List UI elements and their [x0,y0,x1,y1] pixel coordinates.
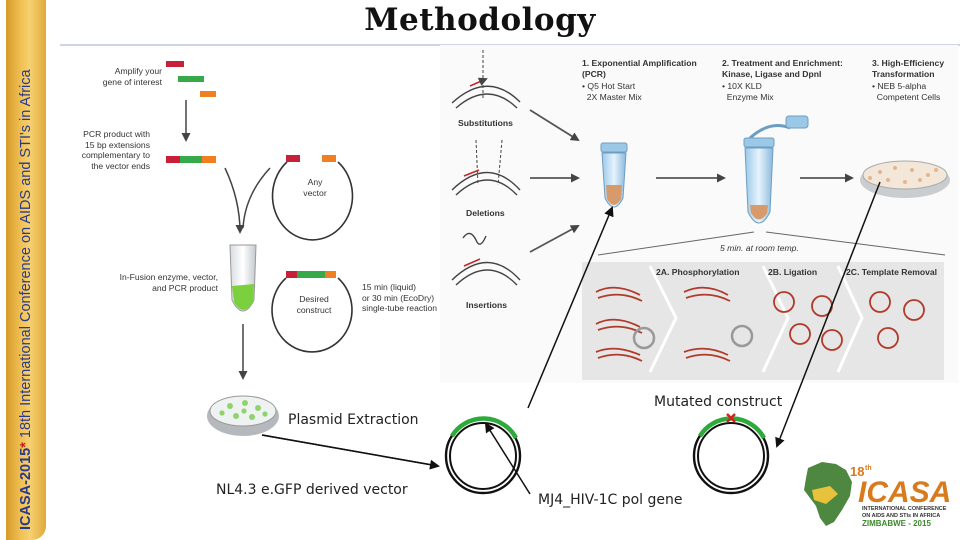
mutated-construct-label: Mutated construct [654,394,783,410]
pol-gene-insert [450,416,518,440]
arrow-gene-to-insert [484,422,531,495]
arrow-plate-to-mutant [775,181,881,448]
logo-line1: INTERNATIONAL CONFERENCE [862,506,947,512]
desired-insert [297,271,325,278]
pcr-fragment-red [166,61,184,67]
pcr-fragment-orange [200,91,216,97]
logo-name: ICASA [858,476,951,509]
neb-step3-title: 3. High-Efficiency Transformation [872,58,945,79]
plasmid-extraction-label: Plasmid Extraction [288,412,419,428]
deletions-label: Deletions [466,208,505,218]
step-pcr-product-label: PCR product with 15 bp extensions comple… [81,129,150,171]
infusion-workflow [166,61,354,436]
pcr-product-red-end [166,156,180,163]
logo-line2: ON AIDS AND STIs IN AFRICA [862,513,940,519]
vector-plasmid [444,416,522,495]
step-infusion-label: In-Fusion enzyme, vector, and PCR produc… [119,272,218,293]
neb-step1-items: • Q5 Hot Start 2X Master Mix [582,81,642,102]
template-removal-label: 2C. Template Removal [846,267,938,277]
pcr-product-insert [180,156,202,163]
reaction-time-label: 15 min (liquid) or 30 min (EcoDry) singl… [362,282,438,313]
open-vector [271,161,354,241]
arrow-insert-to-pcr-tube [527,206,614,409]
any-vector-label: Any vector [303,177,327,198]
arrow-vector-to-tube [242,167,271,229]
step-amplify-label: Amplify your gene of interest [102,66,162,87]
side-band: ICASA-2015* 18th International Conferenc… [0,0,50,540]
neb-subpanel-background [582,262,944,380]
neb-mutagenesis-panel [451,50,950,373]
infusion-tube-liquid [232,284,254,310]
gene-label: MJ4_HIV-1C pol gene [538,492,683,508]
vector-red-end [286,155,300,162]
mutation-mark [726,413,736,423]
logo-line3: ZIMBABWE - 2015 [862,519,931,528]
neb-step2-title: 2. Treatment and Enrichment: Kinase, Lig… [722,58,843,79]
logo-sup: th [865,465,872,472]
icasa-logo-text: 18 th ICASA INTERNATIONAL CONFERENCE ON … [850,464,951,528]
insertions-label: Insertions [466,300,508,310]
icasa-logo [804,462,852,526]
vector-label: NL4.3 e.GFP derived vector [216,482,408,498]
neb-step3-items: • NEB 5-alpha Competent Cells [872,81,941,102]
arrow-product-to-tube [224,167,245,234]
side-band-background [6,0,46,540]
desired-construct-circle [271,277,353,353]
zimbabwe-bird-icon [812,486,838,504]
substitutions-label: Substitutions [458,118,513,128]
slide-title: Methodology [364,2,596,38]
neb-step2-items: • 10X KLD Enzyme Mix [722,81,774,102]
room-temp-label: 5 min. at room temp. [720,243,799,253]
pcr-product-orange-end [202,156,216,163]
neb-step1-title: 1. Exponential Amplification (PCR) [582,58,697,79]
desired-orange [325,271,336,278]
logo-number: 18 [850,464,864,479]
desired-red [286,271,297,278]
phosphorylation-label: 2A. Phosphorylation [656,267,740,277]
pcr-fragment-green [178,76,204,82]
ligation-label: 2B. Ligation [768,267,818,277]
plate-colonies [219,400,268,420]
mutated-plasmid [692,413,770,495]
desired-construct-label: Desired construct [296,294,332,315]
vector-orange-end [322,155,336,162]
